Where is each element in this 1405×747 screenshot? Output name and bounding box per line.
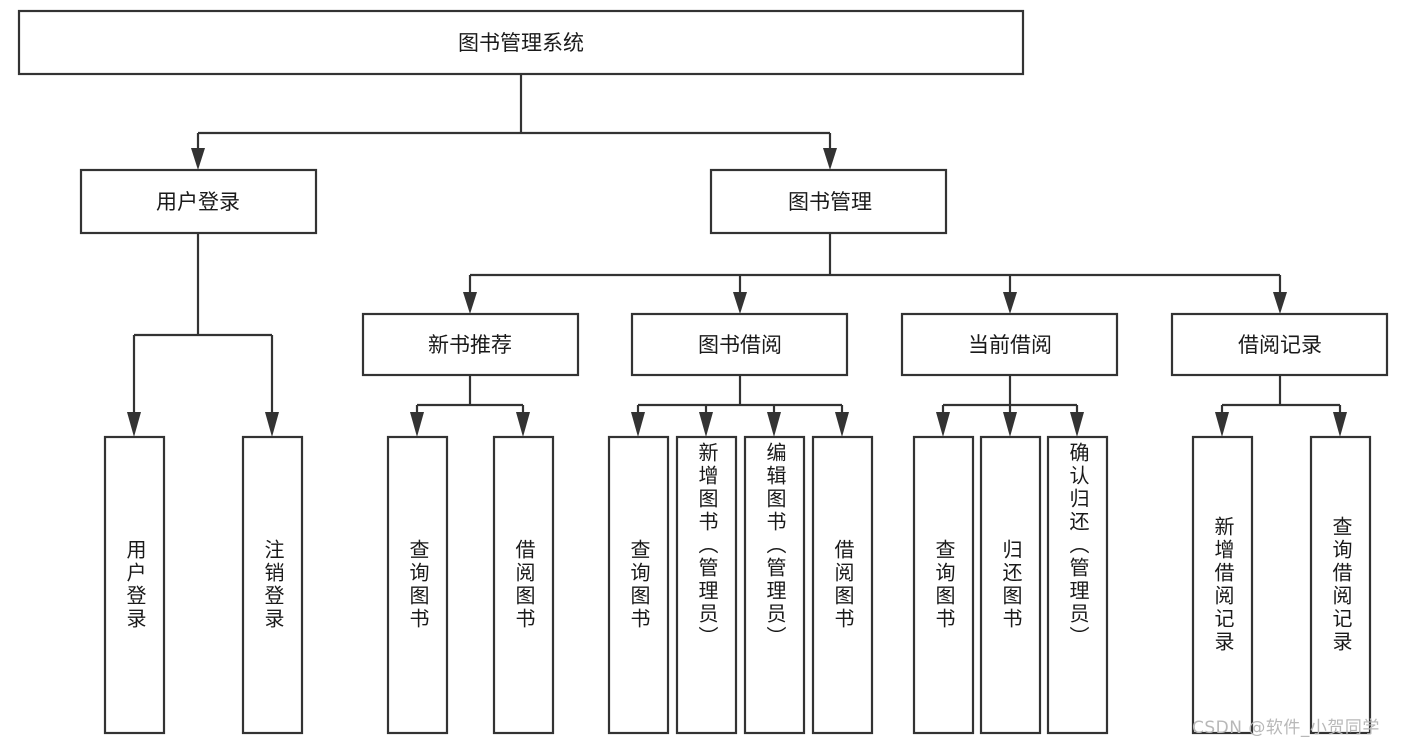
connector-group-book-borrow [631, 375, 849, 437]
arrow-to-leaf-return-book [1003, 412, 1017, 437]
node-user-login-box[interactable] [79, 168, 318, 235]
arrow-to-leaf-edit-book [767, 412, 781, 437]
node-leaf-return-book-box[interactable] [979, 435, 1042, 735]
node-book-management[interactable]: 图书管理 [709, 168, 948, 235]
node-root[interactable]: 图书管理系统 [17, 9, 1025, 76]
node-current-borrow[interactable]: 当前借阅 [900, 312, 1119, 377]
node-new-book-recommend-box[interactable] [361, 312, 580, 377]
arrow-to-leaf-user-login [127, 412, 141, 437]
node-borrow-record-label: 借阅记录 [1238, 333, 1322, 357]
node-new-book-recommend[interactable]: 新书推荐 [361, 312, 580, 377]
arrow-to-leaf-add-book [699, 412, 713, 437]
arrow-to-leaf-add-record [1215, 412, 1229, 437]
arrow-to-leaf-query-book-1 [410, 412, 424, 437]
node-leaf-query-book-2-box[interactable] [607, 435, 670, 735]
node-leaf-logout-box[interactable] [241, 435, 304, 735]
node-book-borrow-label: 图书借阅 [698, 333, 782, 357]
node-leaf-borrow-book-2-box[interactable] [811, 435, 874, 735]
connector-group-current-borrow [936, 375, 1084, 437]
connector-group-book-management [463, 233, 1287, 314]
arrow-to-leaf-borrow-book-2 [835, 412, 849, 437]
arrow-to-borrow-record [1273, 292, 1287, 314]
node-new-book-recommend-label: 新书推荐 [428, 333, 512, 357]
node-book-borrow-box[interactable] [630, 312, 849, 377]
node-user-login[interactable]: 用户登录 [79, 168, 318, 235]
node-leaf-user-login-box[interactable] [103, 435, 166, 735]
node-root-label: 图书管理系统 [458, 31, 584, 55]
node-leaf-borrow-book-1-box[interactable] [492, 435, 555, 735]
arrow-root-to-book-management [823, 148, 837, 170]
arrow-to-book-borrow [733, 292, 747, 314]
node-user-login-label: 用户登录 [156, 190, 240, 214]
arrow-to-current-borrow [1003, 292, 1017, 314]
node-book-management-box[interactable] [709, 168, 948, 235]
node-leaf-query-book-3-box[interactable] [912, 435, 975, 735]
csdn-watermark: CSDN @软件_小贺同学 [1192, 718, 1380, 738]
arrow-root-to-user-login [191, 148, 205, 170]
arrow-to-new-book-recommend [463, 292, 477, 314]
connector-group-user-login [127, 233, 279, 437]
node-book-management-label: 图书管理 [788, 190, 872, 214]
node-leaf-add-book-box[interactable] [675, 435, 738, 735]
node-book-borrow[interactable]: 图书借阅 [630, 312, 849, 377]
node-root-box[interactable] [17, 9, 1025, 76]
arrow-to-leaf-confirm-return [1070, 412, 1084, 437]
arrow-to-leaf-query-book-3 [936, 412, 950, 437]
arrow-to-leaf-logout [265, 412, 279, 437]
connector-group-root [191, 74, 837, 170]
arrow-to-leaf-query-record [1333, 412, 1347, 437]
node-leaf-add-record-box[interactable] [1191, 435, 1254, 735]
node-borrow-record[interactable]: 借阅记录 [1170, 312, 1389, 377]
arrow-to-leaf-borrow-book-1 [516, 412, 530, 437]
arrow-to-leaf-query-book-2 [631, 412, 645, 437]
node-leaf-edit-book-box[interactable] [743, 435, 806, 735]
connector-group-new-book-recommend [410, 375, 530, 437]
node-leaf-query-book-1-box[interactable] [386, 435, 449, 735]
connector-group-borrow-record [1215, 375, 1347, 437]
node-leaf-query-record-box[interactable] [1309, 435, 1372, 735]
node-borrow-record-box[interactable] [1170, 312, 1389, 377]
node-leaf-confirm-return-box[interactable] [1046, 435, 1109, 735]
node-current-borrow-box[interactable] [900, 312, 1119, 377]
node-current-borrow-label: 当前借阅 [968, 333, 1052, 357]
